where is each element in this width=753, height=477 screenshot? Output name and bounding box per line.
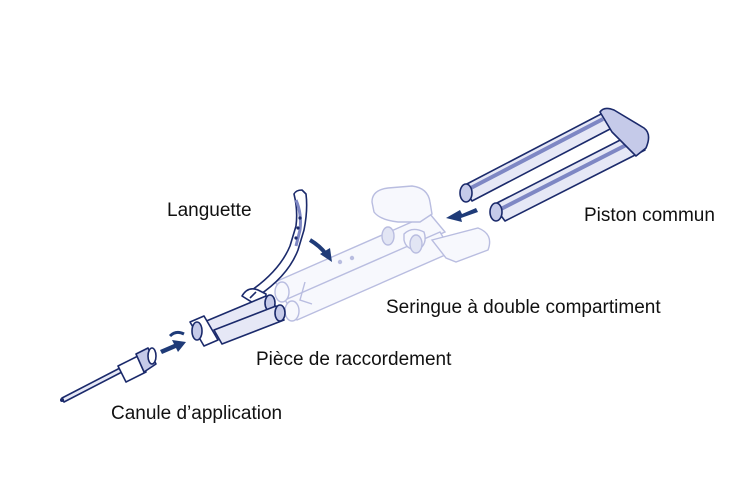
plunger-rod-lower-end: [489, 202, 503, 222]
label-double-syringe: Seringue à double compartiment: [386, 297, 661, 318]
plunger-rod-lower-shade: [496, 139, 635, 213]
syringe-rim: [299, 281, 313, 305]
syringe-dot-2: [349, 255, 355, 261]
syringe-dot-1: [337, 259, 343, 265]
cannula-needle: [61, 367, 123, 403]
connector-piece: [189, 288, 286, 347]
connector-tube-lower-end: [274, 304, 286, 322]
connector-tip: [191, 321, 203, 341]
tab-dot-1: [298, 216, 302, 220]
syringe-nozzle-top: [274, 281, 290, 303]
tab-connector-joint: [249, 291, 257, 299]
cannula-end: [147, 347, 157, 365]
application-cannula: [60, 347, 157, 403]
label-application-cannula: Canule d’application: [111, 403, 283, 424]
label-common-plunger: Piston commun: [584, 205, 715, 226]
tab-dot-2: [296, 226, 300, 230]
insert-plunger-arrow: [446, 208, 478, 222]
syringe-nozzle-bottom: [284, 300, 300, 322]
cannula-tip: [60, 398, 64, 402]
common-plunger: [459, 107, 650, 222]
syringe-flange-bottom: [430, 227, 491, 263]
plunger-thumb-rest: [599, 107, 650, 157]
tab-attach-arrow: [308, 238, 332, 262]
attach-cannula-arrow: [160, 330, 186, 354]
label-tab: Languette: [167, 200, 252, 221]
tab-strip-shade: [294, 199, 302, 247]
tab-dot-3: [294, 236, 298, 240]
double-syringe: [273, 185, 491, 322]
connector-tube-lower: [213, 305, 285, 345]
syringe-inner-head-bottom: [409, 234, 423, 254]
syringe-flange-top: [371, 185, 433, 223]
tab: [251, 189, 308, 297]
syringe-inner-head-top: [381, 226, 395, 246]
plunger-rod-upper-shade: [466, 117, 604, 192]
label-connector-piece: Pièce de raccordement: [256, 349, 452, 370]
plunger-rod-upper-end: [459, 183, 473, 203]
